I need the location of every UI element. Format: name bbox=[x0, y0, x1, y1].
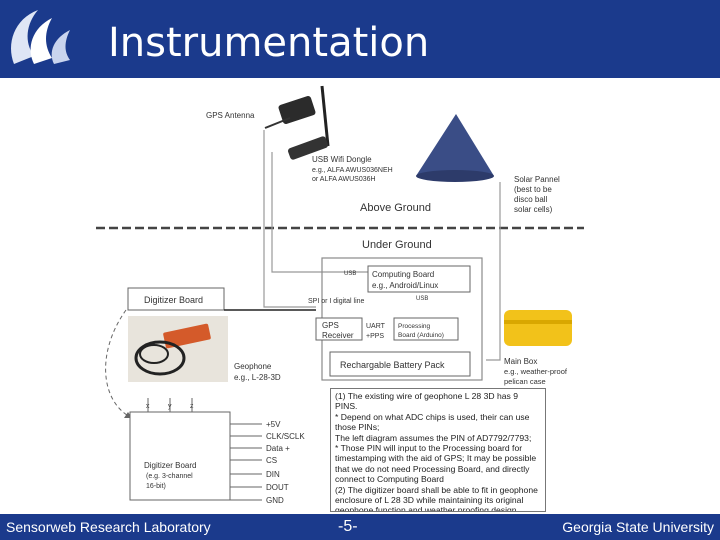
page-number: -5- bbox=[338, 518, 358, 536]
note-line: (2) The digitizer board shall be able to… bbox=[335, 485, 541, 512]
svg-text:GPS: GPS bbox=[322, 321, 339, 330]
solar-panel-cone bbox=[416, 114, 494, 176]
svg-text:Solar Pannel: Solar Pannel bbox=[514, 175, 560, 184]
svg-text:Board (Arduino): Board (Arduino) bbox=[398, 332, 444, 339]
svg-text:(best to be: (best to be bbox=[514, 185, 552, 194]
note-line: * Those PIN will input to the Processing… bbox=[335, 443, 541, 485]
svg-text:Digitizer Board: Digitizer Board bbox=[144, 295, 203, 305]
gps-antenna-label: GPS Antenna bbox=[206, 111, 255, 120]
svg-text:e.g., weather-proof: e.g., weather-proof bbox=[504, 367, 568, 376]
svg-text:e.g., Android/Linux: e.g., Android/Linux bbox=[372, 281, 438, 290]
pelican-case-photo bbox=[504, 310, 572, 346]
svg-text:UART: UART bbox=[366, 323, 386, 330]
svg-text:DOUT: DOUT bbox=[266, 483, 289, 492]
note-line: * Depend on what ADC chips is used, thei… bbox=[335, 412, 541, 433]
svg-text:pelican case: pelican case bbox=[504, 377, 546, 386]
svg-text:solar cells): solar cells) bbox=[514, 205, 553, 214]
svg-text:DIN: DIN bbox=[266, 470, 280, 479]
svg-text:USB Wifi Dongle: USB Wifi Dongle bbox=[312, 155, 372, 164]
svg-text:CS: CS bbox=[266, 456, 277, 465]
svg-text:Computing Board: Computing Board bbox=[372, 270, 434, 279]
svg-text:+PPS: +PPS bbox=[366, 333, 384, 340]
footer-university: Georgia State University bbox=[562, 519, 714, 535]
svg-text:e.g., L-28-3D: e.g., L-28-3D bbox=[234, 373, 281, 382]
svg-text:Rechargable Battery Pack: Rechargable Battery Pack bbox=[340, 360, 445, 370]
footer-lab-name: Sensorweb Research Laboratory bbox=[6, 519, 211, 535]
svg-text:Geophone: Geophone bbox=[234, 362, 272, 371]
above-ground-label: Above Ground bbox=[360, 202, 431, 214]
svg-text:+5V: +5V bbox=[266, 420, 281, 429]
note-line: The left diagram assumes the PIN of AD77… bbox=[335, 433, 541, 443]
notes-box: (1) The existing wire of geophone L 28 3… bbox=[330, 388, 546, 512]
svg-text:disco ball: disco ball bbox=[514, 195, 548, 204]
svg-text:or ALFA AWUS036H: or ALFA AWUS036H bbox=[312, 176, 376, 183]
digitizer-board-bottom bbox=[130, 412, 230, 500]
under-ground-label: Under Ground bbox=[362, 239, 432, 251]
note-line: (1) The existing wire of geophone L 28 3… bbox=[335, 391, 541, 412]
svg-text:Data +: Data + bbox=[266, 444, 290, 453]
svg-text:Digitizer Board: Digitizer Board bbox=[144, 461, 196, 470]
svg-text:16-bit): 16-bit) bbox=[146, 483, 166, 490]
svg-text:SPI or I digital line: SPI or I digital line bbox=[308, 298, 365, 305]
svg-text:Processing: Processing bbox=[398, 323, 431, 330]
svg-text:GND: GND bbox=[266, 496, 284, 505]
svg-text:USB: USB bbox=[344, 271, 356, 277]
svg-text:Main Box: Main Box bbox=[504, 357, 537, 366]
svg-text:e.g., ALFA AWUS036NEH: e.g., ALFA AWUS036NEH bbox=[312, 167, 393, 174]
svg-text:CLK/SCLK: CLK/SCLK bbox=[266, 432, 305, 441]
svg-text:Receiver: Receiver bbox=[322, 331, 354, 340]
svg-text:USB: USB bbox=[416, 296, 428, 302]
pin-lines bbox=[230, 424, 262, 500]
svg-text:(e.g. 3-channel: (e.g. 3-channel bbox=[146, 473, 193, 480]
georgia-state-flame-logo bbox=[4, 4, 78, 74]
page-title: Instrumentation bbox=[108, 20, 429, 66]
